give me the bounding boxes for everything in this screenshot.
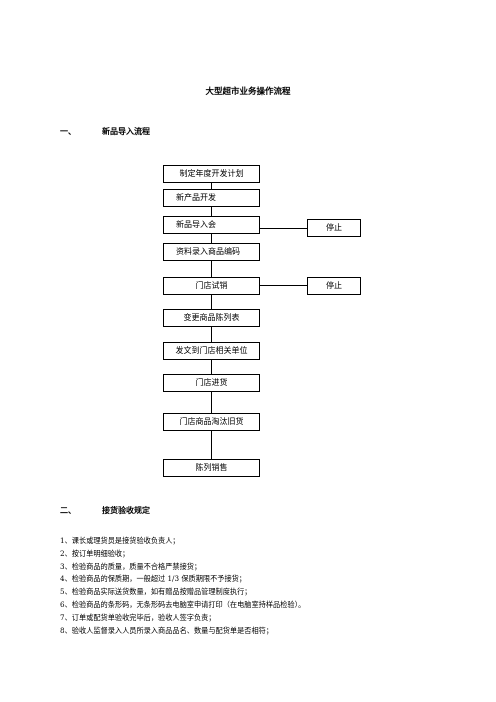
section-number: 二、 bbox=[60, 506, 76, 515]
flow-step-change-layout: 变更商品陈列表 bbox=[163, 309, 260, 327]
rule-item: 5、检验商品实际送货数量，如有赠品按赠品管理制度执行； bbox=[60, 587, 252, 597]
flow-connector bbox=[211, 295, 212, 309]
flow-step-data-entry: 资料录入商品编码 bbox=[163, 243, 260, 261]
flow-step-notify-stores: 发文到门店相关单位 bbox=[163, 342, 260, 360]
flow-step-eliminate-old: 门店商品淘汰旧货 bbox=[163, 413, 260, 431]
flow-step-annual-plan: 制定年度开发计划 bbox=[163, 165, 260, 183]
flow-stop-2: 停止 bbox=[307, 277, 361, 295]
section-title: 新品导入流程 bbox=[102, 127, 150, 136]
flow-step-new-product-dev: 新产品开发 bbox=[163, 189, 260, 207]
flow-connector bbox=[211, 183, 212, 189]
flow-connector bbox=[211, 234, 212, 243]
rule-item: 8、验收人监督录入人员所录入商品品名、数量与配货单是否相符； bbox=[60, 625, 274, 635]
rule-item: 7、订单或配货单验收完毕后，验收人签字负责； bbox=[60, 612, 216, 622]
flow-connector bbox=[211, 207, 212, 216]
rule-item: 4、检验商品的保质期，一般超过 1/3 保质期限不予接货； bbox=[60, 574, 247, 584]
section-title: 接货验收规定 bbox=[102, 506, 150, 515]
flow-connector bbox=[211, 261, 212, 277]
document-title: 大型超市业务操作流程 bbox=[205, 87, 291, 97]
flow-stop-1: 停止 bbox=[307, 219, 361, 237]
flow-connector bbox=[211, 327, 212, 342]
receiving-rules-list: 1、课长或理货员是接货验收负责人； 2、按订单明细验收； 3、检验商品的质量，质… bbox=[60, 535, 490, 637]
flow-step-import-meeting: 新品导入会 bbox=[163, 216, 260, 234]
rule-item: 6、检验商品的条形码，无条形码去电脑室申请打印（在电脑室持样品检验）。 bbox=[60, 599, 306, 609]
rule-item: 1、课长或理货员是接货验收负责人； bbox=[60, 536, 180, 545]
flow-step-store-trial: 门店试销 bbox=[163, 277, 260, 295]
rule-item: 2、按订单明细验收； bbox=[60, 548, 130, 558]
branch-line bbox=[260, 228, 307, 229]
section-heading-receiving: 二、 接货验收规定 bbox=[60, 505, 150, 516]
rule-item: 3、检验商品的质量，质量不合格严禁接货； bbox=[60, 561, 202, 571]
flow-connector bbox=[211, 392, 212, 413]
section-number: 一、 bbox=[60, 127, 76, 136]
flow-connector bbox=[211, 360, 212, 374]
branch-line bbox=[260, 285, 307, 286]
flow-step-display-sale: 陈列销售 bbox=[163, 459, 260, 477]
flow-connector bbox=[211, 431, 212, 459]
flow-step-store-purchase: 门店进货 bbox=[163, 374, 260, 392]
section-heading-new-product: 一、 新品导入流程 bbox=[60, 126, 150, 137]
